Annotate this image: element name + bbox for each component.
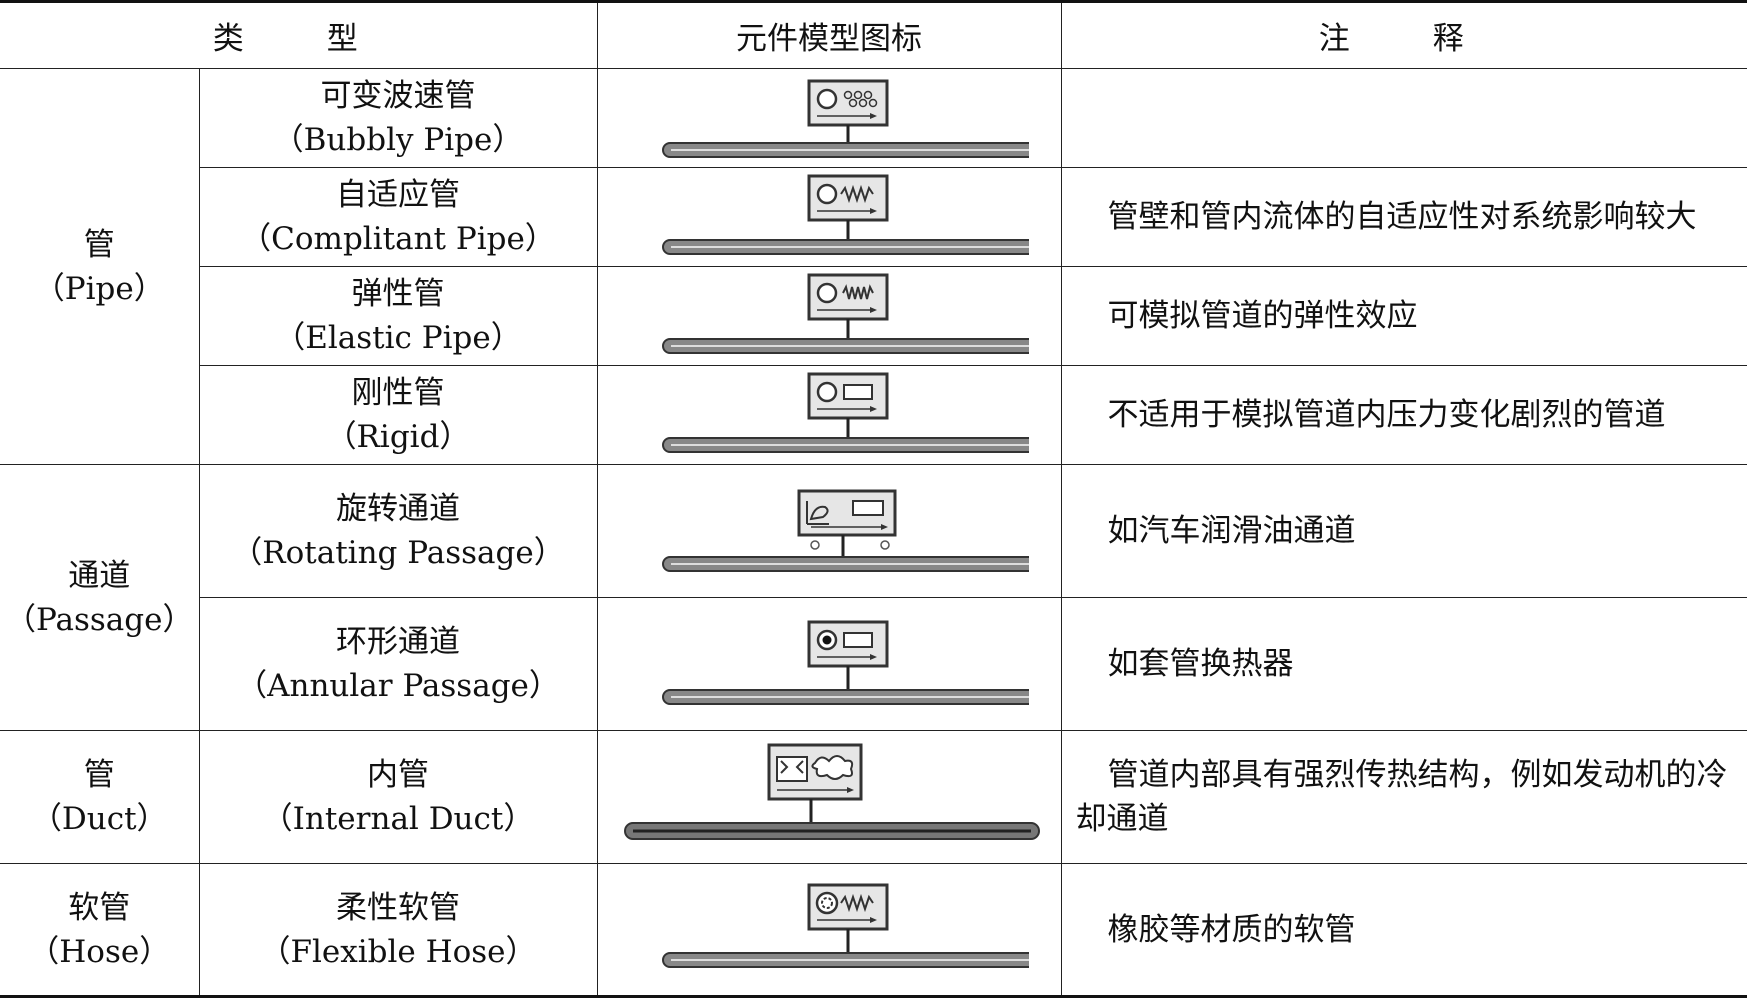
component-en: （Rotating Passage）	[231, 535, 565, 571]
component-name-cell: 内管 （Internal Duct）	[198, 730, 598, 864]
note-cell: 管道内部具有强烈传热结构，例如发动机的冷却通道	[1060, 730, 1747, 864]
internal-duct-icon	[624, 743, 1040, 840]
group-cn: 通道	[68, 557, 131, 594]
component-cn: 刚性管	[351, 375, 445, 411]
component-cn: 旋转通道	[336, 491, 460, 527]
component-name-cell: 自适应管 （Complitant Pipe）	[199, 167, 598, 267]
component-en: （Bubbly Pipe）	[272, 122, 524, 158]
table-row: 通道 （Passage） 旋转通道 （Rotating Passage）	[0, 464, 1747, 731]
rigid-pipe-icon	[662, 372, 1029, 453]
header-icon: 元件模型图标	[596, 0, 1062, 69]
component-en: （Internal Duct）	[261, 801, 535, 837]
group-en: （Duct）	[30, 801, 168, 837]
group-cn: 管	[83, 757, 115, 793]
icon-cell	[596, 266, 1062, 366]
group-cell-passage: 通道 （Passage）	[0, 464, 200, 731]
group-en: （Hose）	[28, 933, 171, 970]
note-text: 可模拟管道的弹性效应	[1107, 298, 1418, 334]
annular-passage-icon	[662, 620, 1029, 705]
icon-cell	[596, 730, 1062, 864]
rotating-passage-icon	[662, 489, 1029, 572]
component-cn: 弹性管	[351, 276, 445, 312]
note-text: 如汽车润滑油通道	[1107, 513, 1356, 549]
table-row: 刚性管 （Rigid） 不适用于模拟管道内压力变化剧烈的管道	[0, 365, 1747, 465]
component-cn: 自适应管	[336, 177, 460, 213]
component-cn: 内管	[367, 757, 429, 793]
component-name-cell: 环形通道 （Annular Passage）	[199, 597, 598, 731]
component-en: （Annular Passage）	[236, 668, 560, 704]
component-en: （Flexible Hose）	[259, 933, 537, 970]
component-name-cell: 可变波速管 （Bubbly Pipe）	[198, 68, 598, 168]
component-en: （Elastic Pipe）	[274, 320, 522, 356]
icon-cell	[596, 863, 1062, 998]
component-cn: 柔性软管	[336, 889, 460, 926]
group-cn: 软管	[68, 889, 131, 926]
note-cell: 如汽车润滑油通道	[1060, 464, 1747, 598]
component-name-cell: 旋转通道 （Rotating Passage）	[198, 464, 598, 598]
icon-cell	[596, 597, 1062, 731]
group-cell-pipe: 管 （Pipe）	[0, 68, 200, 465]
table-row: 自适应管 （Complitant Pipe） 管壁和管内流体的自适应性对系统影响…	[0, 167, 1747, 267]
note-cell	[1060, 68, 1747, 168]
note-cell: 橡胶等材质的软管	[1060, 863, 1747, 998]
group-cell-duct: 管 （Duct）	[0, 730, 200, 864]
note-text: 不适用于模拟管道内压力变化剧烈的管道	[1107, 397, 1666, 433]
component-name-cell: 柔性软管 （Flexible Hose）	[198, 863, 598, 998]
group-cell-hose: 软管 （Hose）	[0, 863, 200, 998]
note-text: 管道内部具有强烈传热结构，例如发动机的冷却通道	[1075, 757, 1728, 837]
note-cell: 如套管换热器	[1060, 597, 1747, 731]
group-en: （Passage）	[5, 601, 194, 638]
table-row: 软管 （Hose） 柔性软管 （Flexible Hose）	[0, 863, 1747, 998]
icon-cell	[596, 68, 1062, 168]
component-name-cell: 弹性管 （Elastic Pipe）	[199, 266, 598, 366]
component-en: （Rigid）	[325, 419, 471, 455]
header-note: 注 释	[1060, 0, 1747, 69]
note-text: 橡胶等材质的软管	[1107, 911, 1356, 948]
icon-cell	[596, 167, 1062, 267]
component-cn: 可变波速管	[320, 78, 476, 114]
table-row: 管 （Pipe） 可变波速管 （Bubbly Pipe）	[0, 68, 1747, 465]
note-cell: 管壁和管内流体的自适应性对系统影响较大	[1060, 167, 1747, 267]
icon-cell	[596, 464, 1062, 598]
note-cell: 可模拟管道的弹性效应	[1060, 266, 1747, 366]
header-row: 类 型 元件模型图标 注 释	[0, 0, 1747, 69]
component-en: （Complitant Pipe）	[240, 221, 556, 257]
note-text: 如套管换热器	[1107, 646, 1294, 682]
note-text: 管壁和管内流体的自适应性对系统影响较大	[1107, 199, 1697, 235]
header-type: 类 型	[0, 0, 598, 69]
table-row: 环形通道 （Annular Passage） 如套管换热器	[0, 597, 1747, 731]
group-cn: 管	[83, 226, 115, 263]
icon-cell	[596, 365, 1062, 465]
bubbly-pipe-icon	[662, 79, 1029, 158]
flexible-hose-icon	[662, 883, 1029, 968]
group-en: （Pipe）	[33, 270, 165, 307]
component-cn: 环形通道	[336, 624, 460, 660]
component-name-cell: 刚性管 （Rigid）	[199, 365, 598, 465]
table-row: 管 （Duct） 内管 （Internal Duct）	[0, 730, 1747, 864]
compliant-pipe-icon	[662, 174, 1029, 255]
elastic-pipe-icon	[662, 273, 1029, 354]
table-row: 弹性管 （Elastic Pipe） 可模拟管道的弹性效应	[0, 266, 1747, 366]
note-cell: 不适用于模拟管道内压力变化剧烈的管道	[1060, 365, 1747, 465]
